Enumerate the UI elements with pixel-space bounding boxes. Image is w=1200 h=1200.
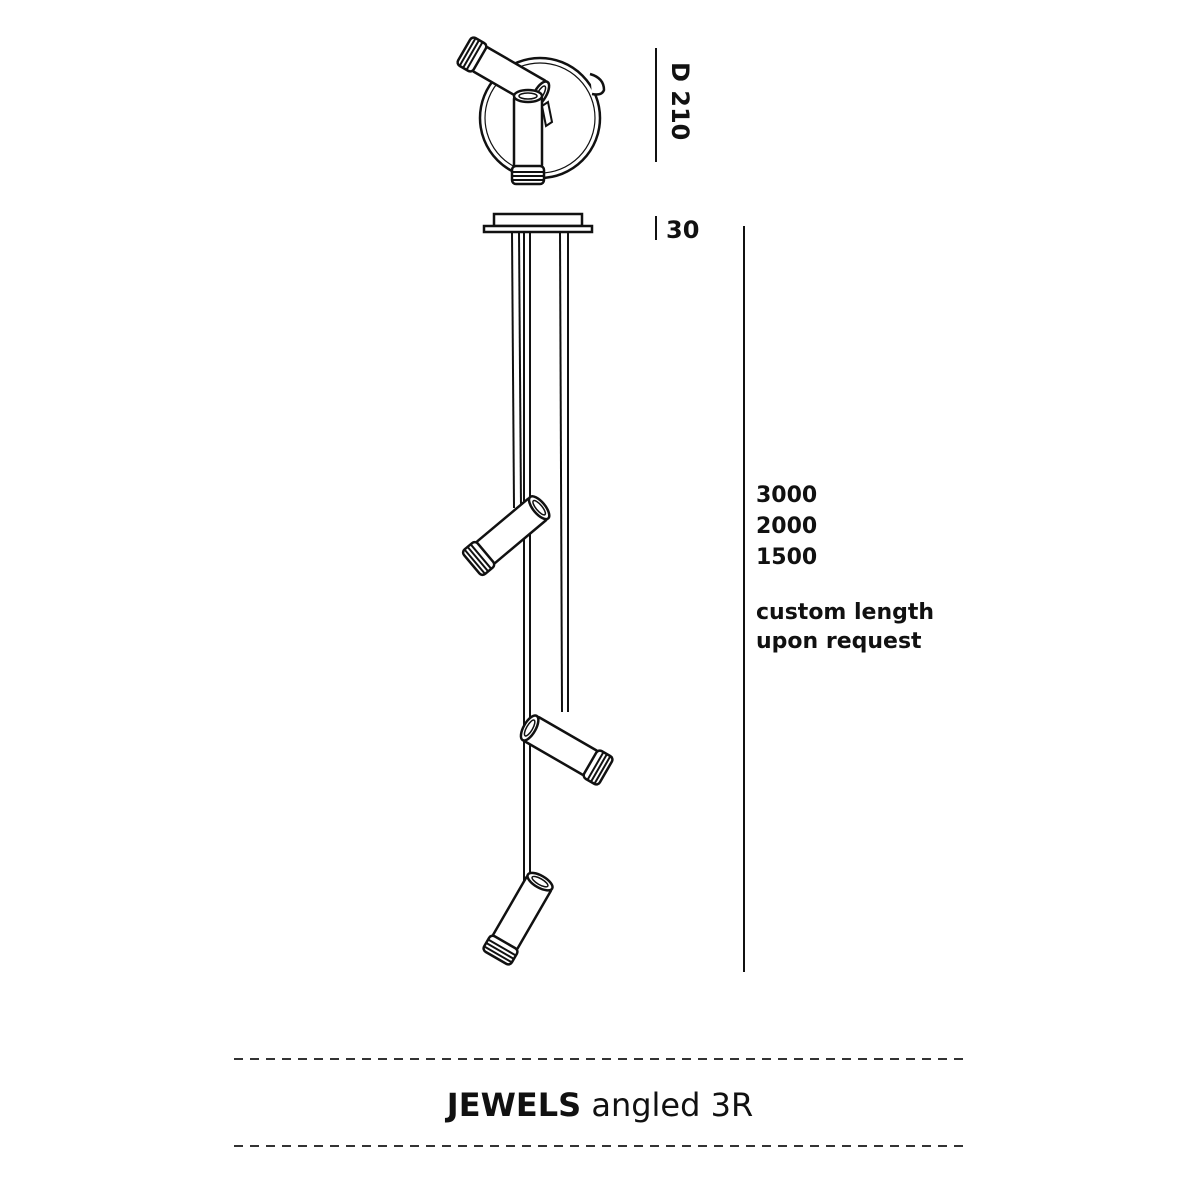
diameter-label: D 210 <box>666 62 694 141</box>
suspension-cables <box>511 231 569 892</box>
custom-length-note: custom length upon request <box>756 598 934 656</box>
custom-length-note-line: custom length <box>756 600 935 625</box>
top-view <box>454 34 606 186</box>
custom-length-note-line: upon request <box>756 629 922 654</box>
product-name: JEWELS <box>446 1086 582 1124</box>
cable-length-option: 3000 <box>756 483 818 508</box>
canopy-height-label: 30 <box>666 216 700 244</box>
spotlight-lower <box>480 867 559 968</box>
product-variant: angled 3R <box>591 1086 754 1124</box>
cable-length-option: 1500 <box>756 545 818 570</box>
spotlight-upper <box>460 490 556 578</box>
cable-length-list: 3000 2000 1500 <box>756 480 817 573</box>
product-title: JEWELS angled 3R <box>0 1086 1200 1124</box>
cable-length-option: 2000 <box>756 514 818 539</box>
spotlight-middle <box>515 709 616 788</box>
canopy-side-view <box>482 212 594 234</box>
